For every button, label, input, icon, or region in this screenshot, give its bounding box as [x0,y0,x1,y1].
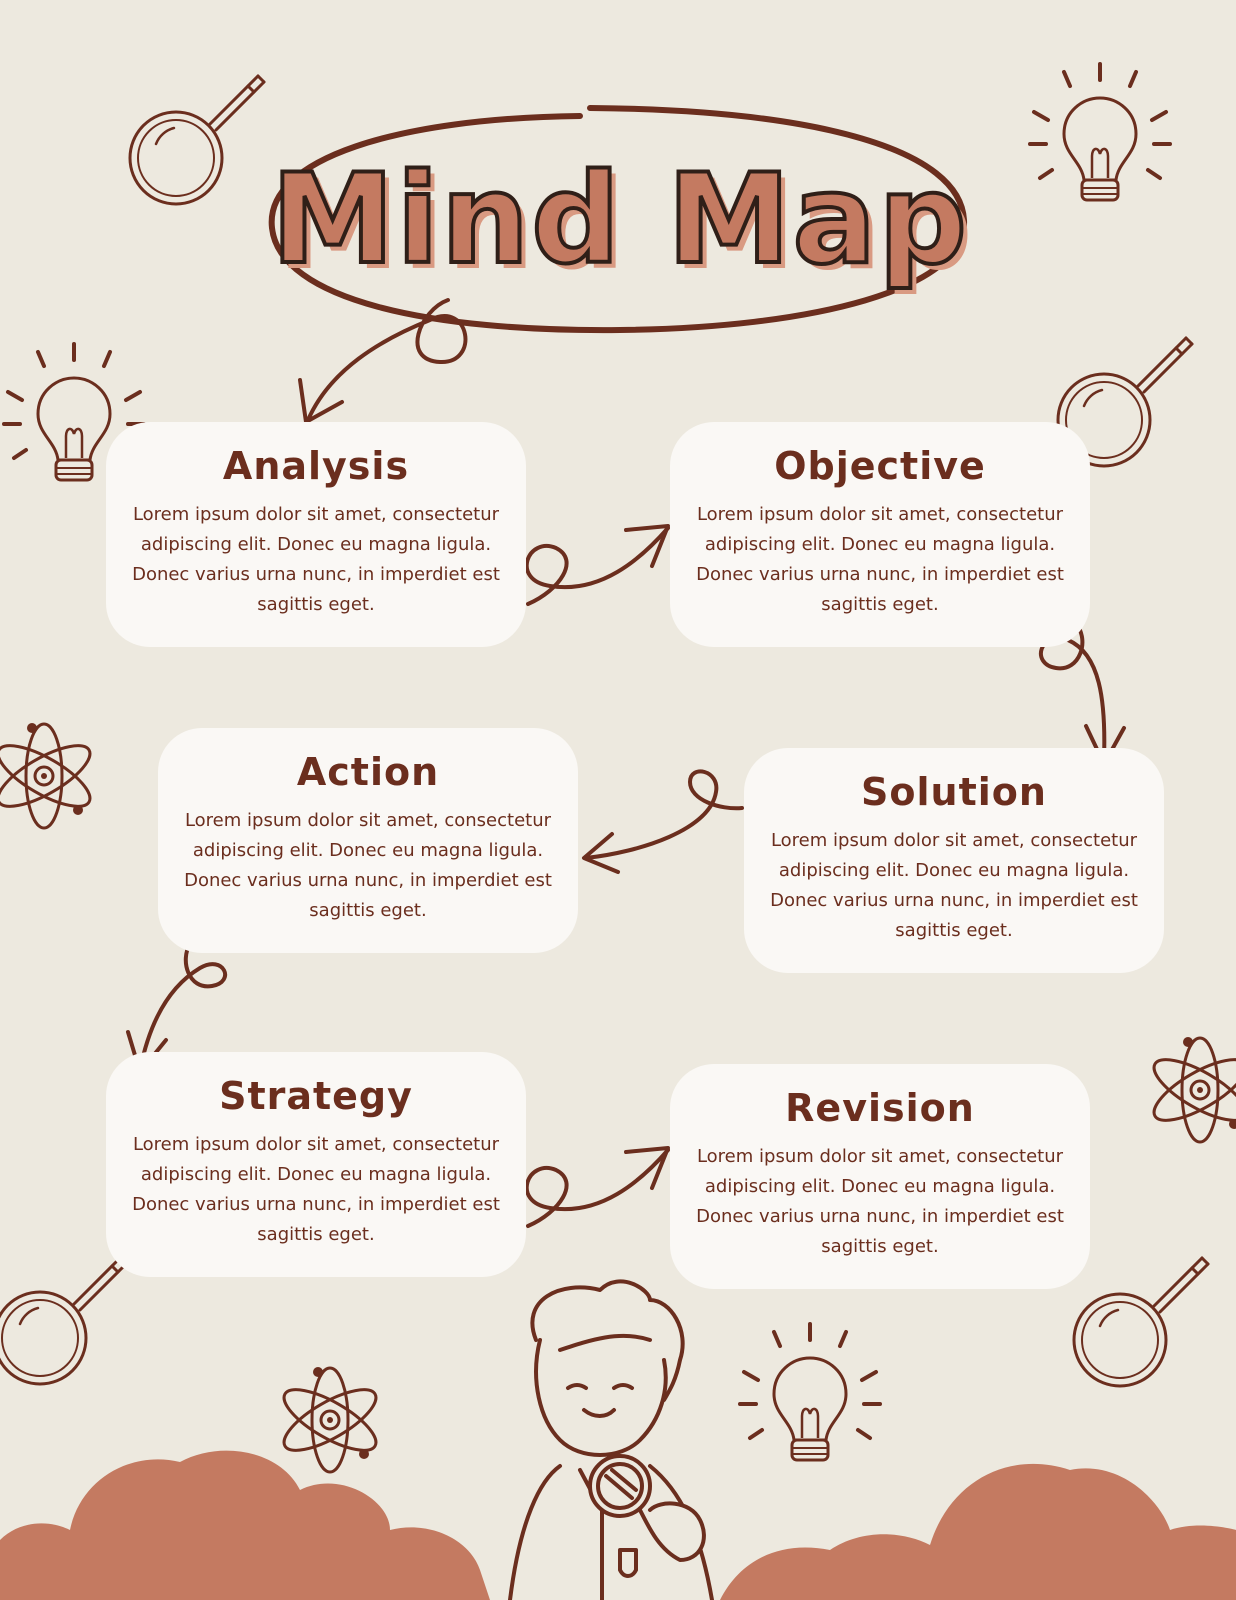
card-title: Analysis [222,444,410,488]
student-with-magnifier-illustration [508,1279,714,1600]
card-analysis: Analysis Lorem ipsum dolor sit amet, con… [106,422,526,647]
card-revision: Revision Lorem ipsum dolor sit amet, con… [670,1064,1090,1289]
arrow-strategy-to-revision [524,1148,670,1228]
atom-icon [1144,1035,1236,1144]
card-solution: Solution Lorem ipsum dolor sit amet, con… [744,748,1164,973]
card-body: Lorem ipsum dolor sit amet, consectetur … [770,830,1138,941]
lightbulb-icon [738,1322,882,1462]
arrow-analysis-to-objective [524,526,670,606]
card-title: Revision [785,1086,975,1130]
card-body: Lorem ipsum dolor sit amet, consectetur … [696,1146,1064,1257]
card-title: Action [296,750,440,794]
page-title: Mind Map [269,146,969,294]
card-action: Action Lorem ipsum dolor sit amet, conse… [158,728,578,953]
card-title: Objective [774,444,986,488]
card-objective: Objective Lorem ipsum dolor sit amet, co… [670,422,1090,647]
cloud-shape [0,1450,1236,1600]
magnifier-icon [128,74,266,206]
magnifier-icon [1072,1256,1210,1388]
card-title: Strategy [219,1074,413,1118]
card-body: Lorem ipsum dolor sit amet, consectetur … [132,504,500,615]
card-body: Lorem ipsum dolor sit amet, consectetur … [132,1134,500,1245]
card-strategy: Strategy Lorem ipsum dolor sit amet, con… [106,1052,526,1277]
card-title: Solution [861,770,1047,814]
card-body: Lorem ipsum dolor sit amet, consectetur … [184,810,552,921]
arrowhead [624,1146,670,1190]
arrowhead [624,524,670,568]
arrowhead [582,832,620,874]
atom-icon [274,1365,386,1474]
atom-icon [0,721,100,830]
arrowhead [298,378,344,424]
lightbulb-icon [1028,62,1172,202]
arrow-solution-to-action [584,769,744,860]
card-body: Lorem ipsum dolor sit amet, consectetur … [696,504,1064,615]
title-area: Mind Map [269,110,970,330]
magnifier-icon [0,1254,130,1386]
